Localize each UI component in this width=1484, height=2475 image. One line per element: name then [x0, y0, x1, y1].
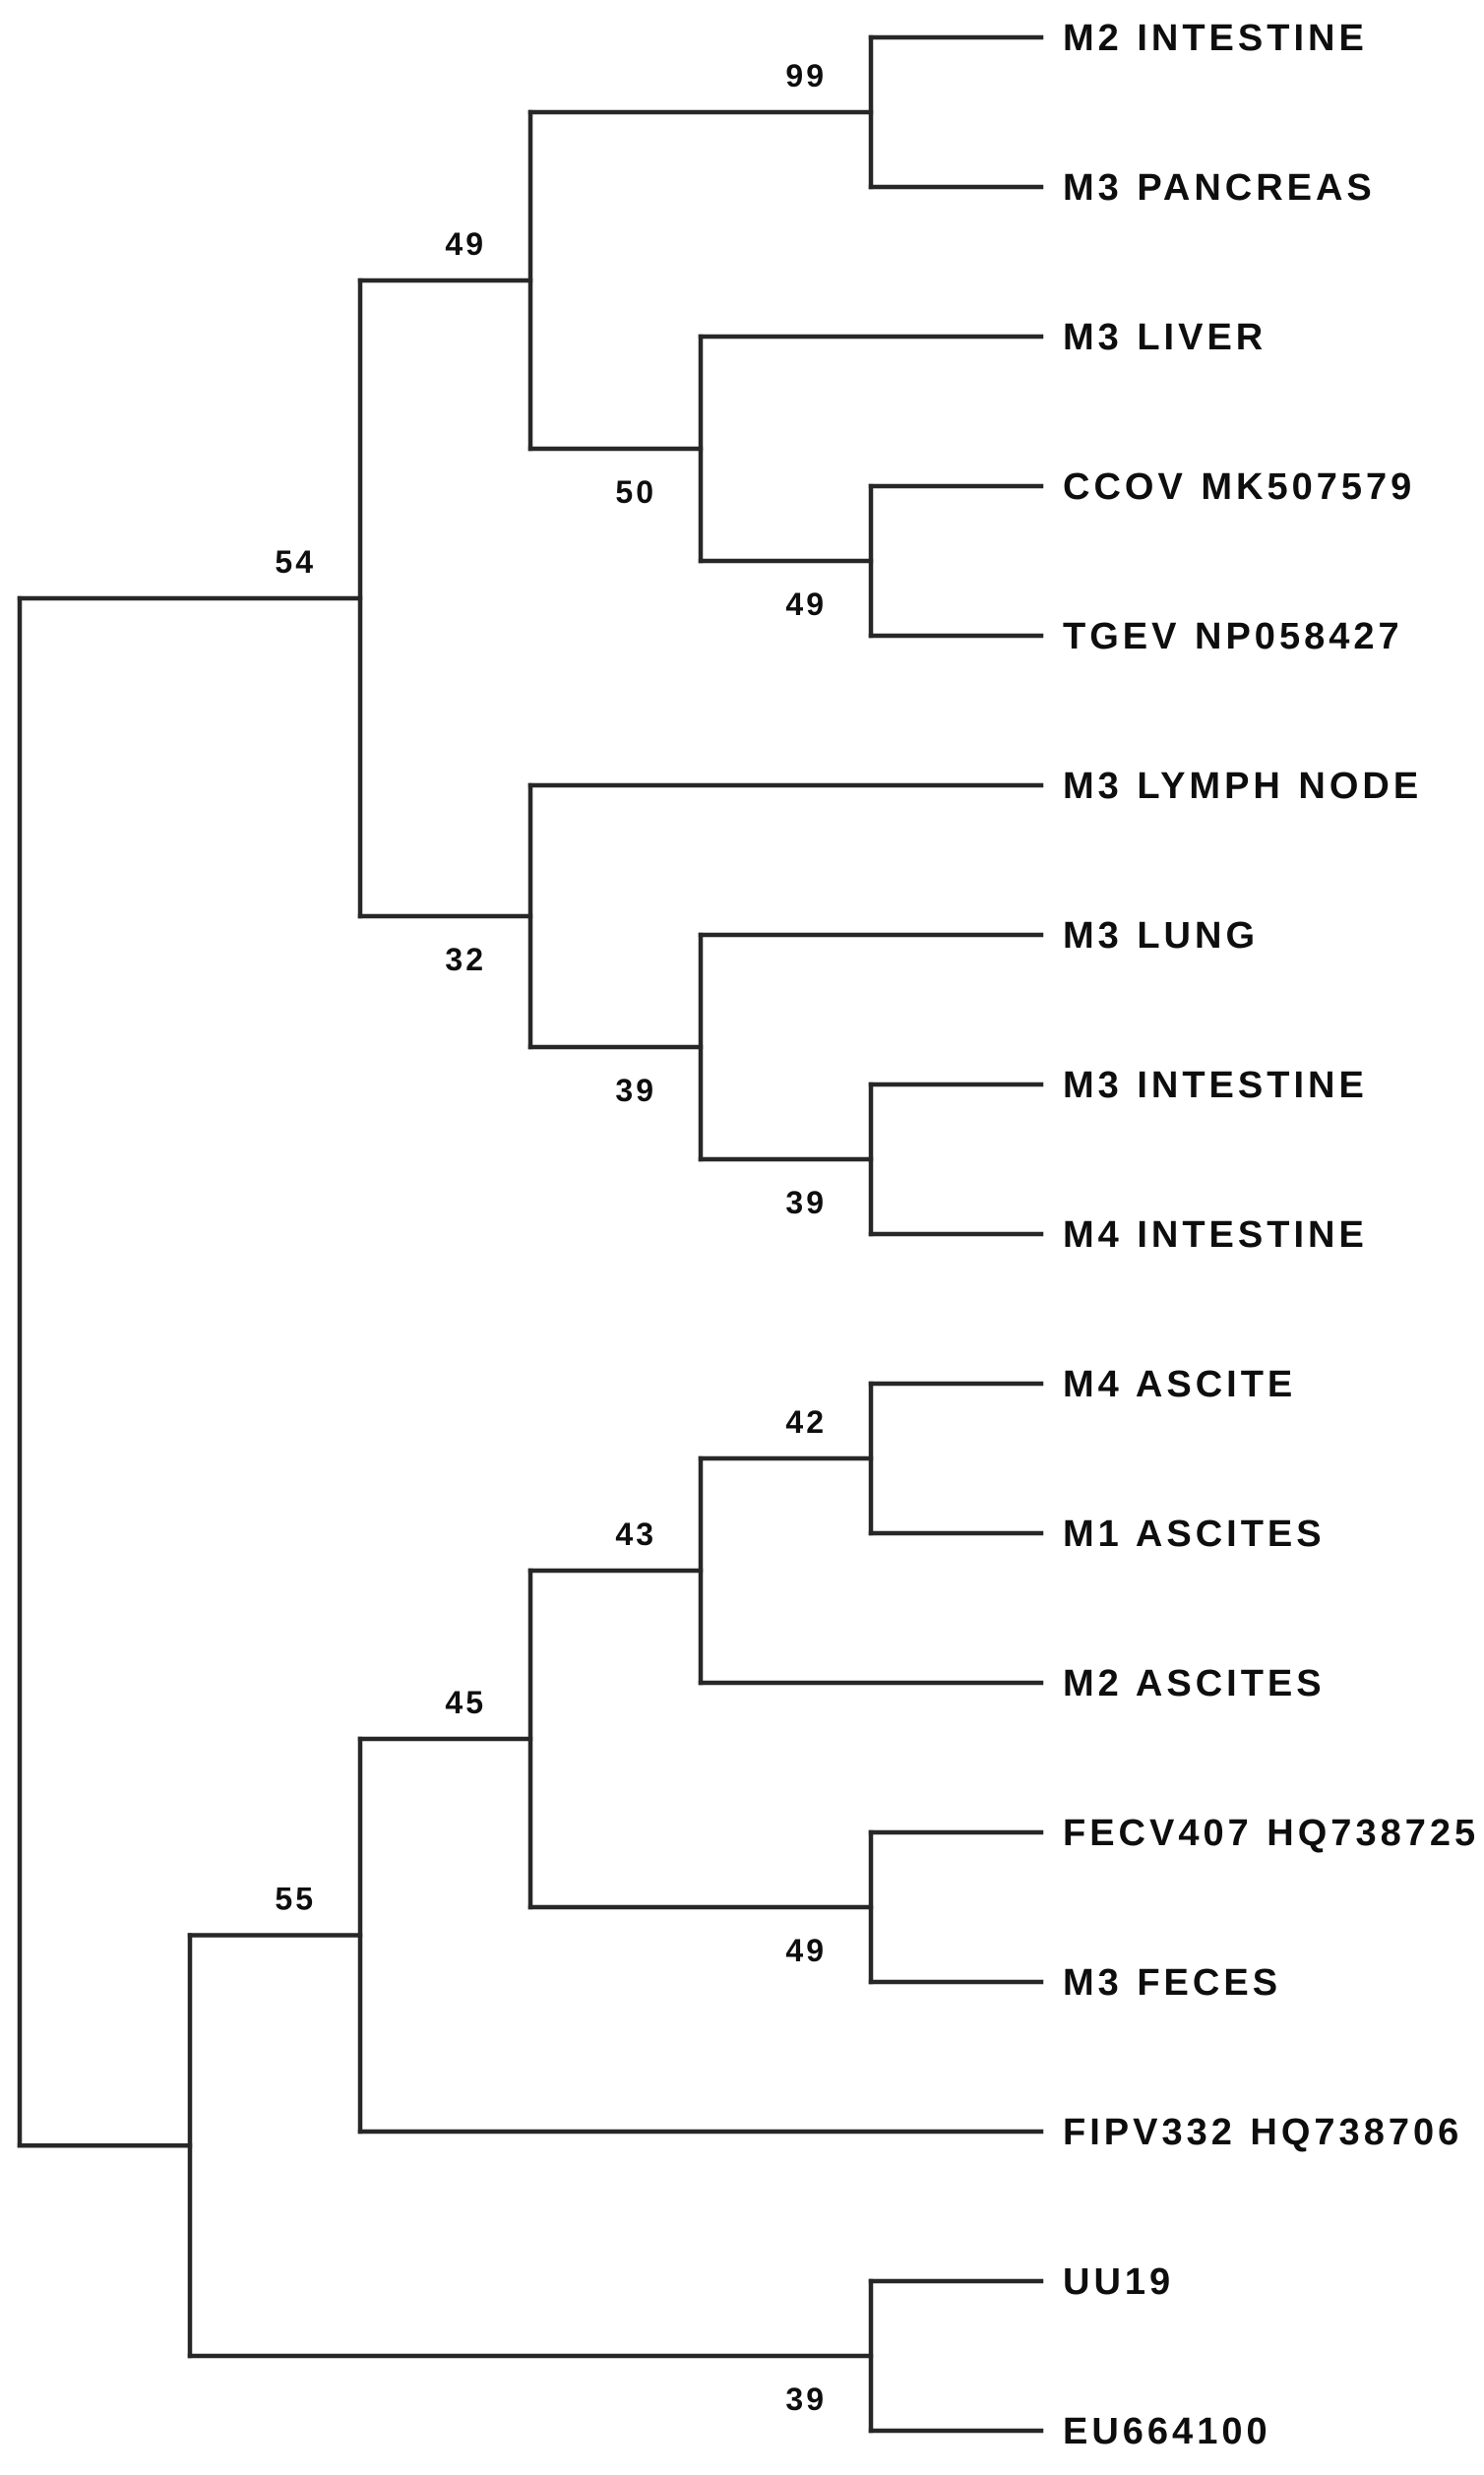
taxon-label: M3 LIVER	[1063, 317, 1267, 358]
taxon-label: M3 FECES	[1063, 1962, 1281, 2004]
taxon-label: TGEV NP058427	[1063, 616, 1403, 657]
taxon-label: M1 ASCITES	[1063, 1514, 1326, 1555]
taxon-label: M3 LYMPH NODE	[1063, 766, 1422, 807]
bootstrap-value-label: 50	[615, 474, 656, 510]
bootstrap-value-label: 45	[445, 1685, 486, 1720]
taxon-label: M2 ASCITES	[1063, 1663, 1326, 1704]
taxon-label: M3 INTESTINE	[1063, 1065, 1368, 1106]
taxon-label: UU19	[1063, 2261, 1174, 2303]
taxon-label: M4 INTESTINE	[1063, 1214, 1368, 1256]
bootstrap-value-label: 39	[785, 2382, 827, 2417]
taxon-label: M3 LUNG	[1063, 915, 1259, 957]
bootstrap-value-label: 42	[785, 1404, 827, 1440]
bootstrap-value-label: 55	[275, 1882, 316, 1917]
taxon-label: EU664100	[1063, 2411, 1271, 2452]
bootstrap-value-label: 39	[785, 1185, 827, 1220]
bootstrap-value-label: 32	[445, 942, 486, 977]
bootstrap-value-label: 49	[785, 587, 827, 622]
bootstrap-value-label: 49	[445, 226, 486, 262]
taxon-label: M4 ASCITE	[1063, 1364, 1296, 1405]
taxon-label: FIPV332 HQ738706	[1063, 2112, 1462, 2153]
taxon-label: FECV407 HQ738725	[1063, 1813, 1479, 1854]
bootstrap-value-label: 39	[615, 1073, 656, 1108]
bootstrap-value-label: 99	[785, 58, 827, 93]
bootstrap-value-label: 49	[785, 1933, 827, 1968]
taxon-label: CCOV MK507579	[1063, 466, 1415, 508]
taxon-label: M3 PANCREAS	[1063, 167, 1376, 209]
bootstrap-value-label: 54	[275, 544, 316, 580]
taxon-label: M2 INTESTINE	[1063, 18, 1368, 59]
bootstrap-value-label: 43	[615, 1516, 656, 1552]
